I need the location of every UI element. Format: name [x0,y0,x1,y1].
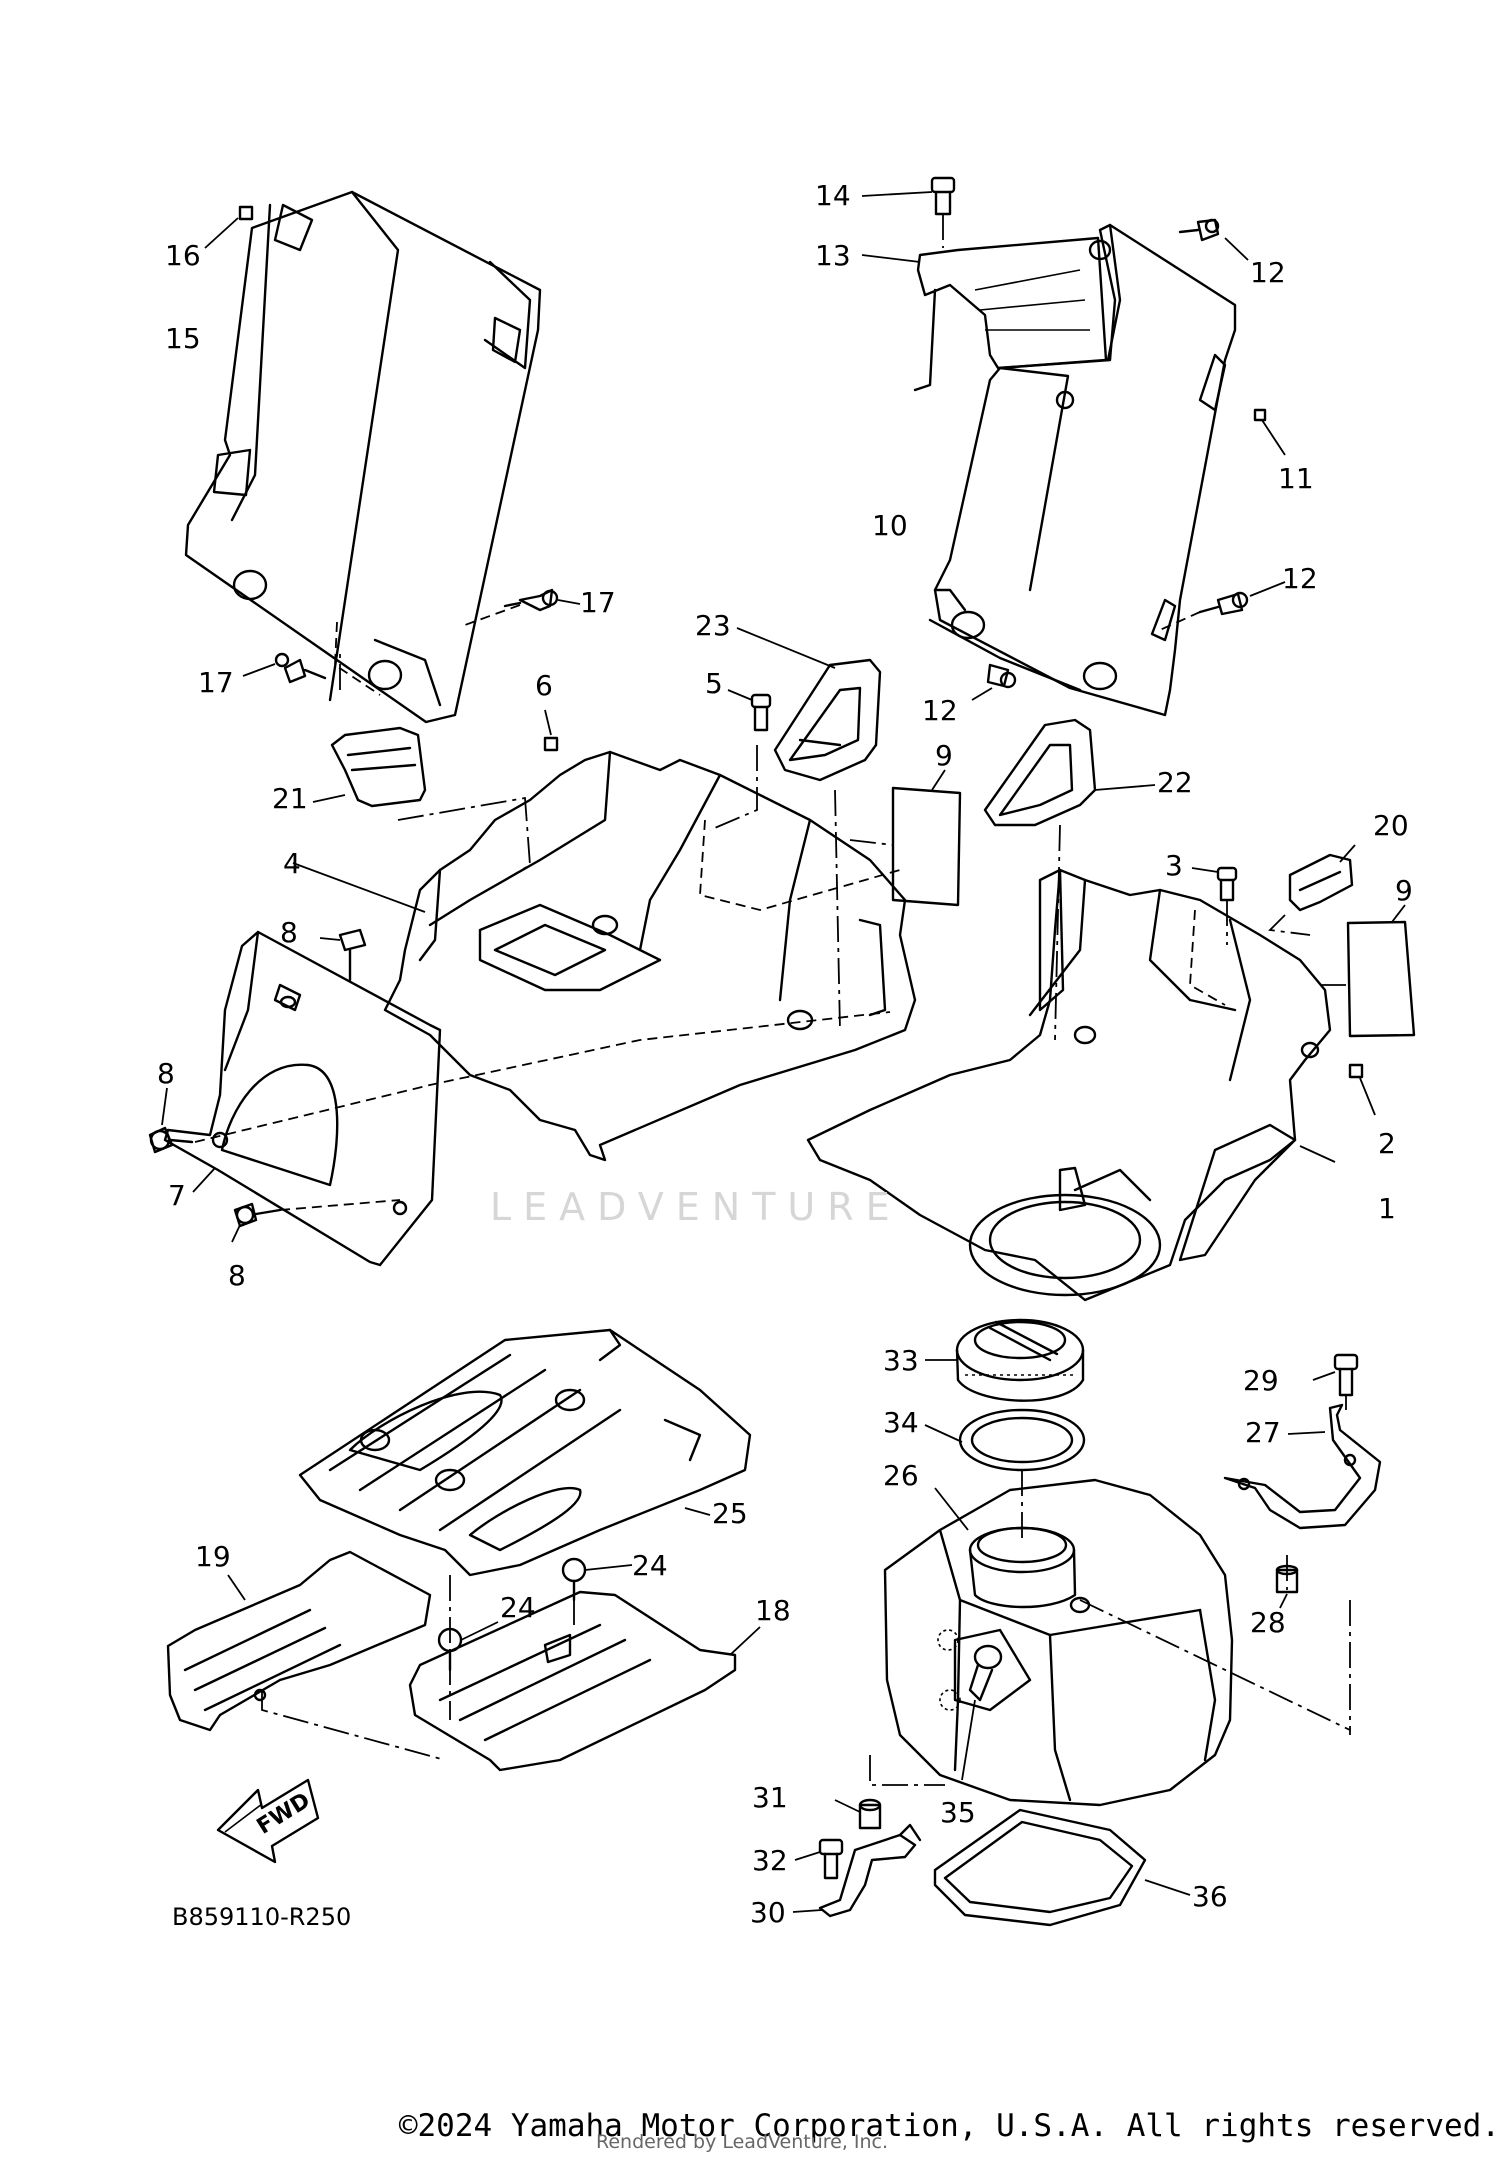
rendered-by-notice: Rendered by LeadVenture, Inc. [596,2131,889,2153]
part-10-side-panel [928,223,1237,717]
part-21-bracket [312,726,531,881]
callout-17-b: 17 [198,666,234,699]
callout-7: 7 [168,1179,186,1212]
callout-35: 35 [940,1796,976,1829]
callout-1: 1 [1378,1192,1396,1225]
callout-11: 11 [1278,462,1314,495]
callout-25: 25 [712,1497,748,1530]
part-33-cap [925,1318,1085,1402]
callout-21: 21 [272,782,308,815]
part-12-bolts [971,218,1286,701]
callout-24-a: 24 [632,1549,668,1582]
callout-6: 6 [535,669,553,702]
callout-27: 27 [1245,1416,1281,1449]
callout-31: 31 [752,1781,788,1814]
callout-3: 3 [1165,849,1183,882]
part-28-grommet [1275,1564,1299,1609]
part-18-guard [408,1590,761,1772]
callout-9-b: 9 [1395,874,1413,907]
callout-18: 18 [755,1594,791,1627]
part-26-fuel-tank [869,1478,1351,1807]
copyright-notice: ©2024 Yamaha Motor Corporation, U.S.A. A… [398,2108,1500,2144]
part-25-floor-board [298,1328,752,1720]
callout-29: 29 [1243,1364,1279,1397]
part-35-valve [961,1644,1003,1781]
part-20-bracket [1268,844,1356,936]
callout-8-b: 8 [157,1057,175,1090]
part-9-pad-left [849,769,962,907]
part-6-nut [543,709,559,752]
callout-5: 5 [705,667,723,700]
part-4-floor-panel [292,750,917,1162]
part-9-pad-right [1320,904,1416,1038]
callout-28: 28 [1250,1606,1286,1639]
callout-12-b: 12 [1282,562,1318,595]
callout-9-a: 9 [935,739,953,772]
callout-36: 36 [1192,1880,1228,1913]
part-16-nut [204,205,254,249]
part-23-bracket [709,627,882,1031]
part-7-guard [163,930,442,1267]
callout-15: 15 [165,322,201,355]
part-1-floor-panel [806,868,1336,1302]
callout-2: 2 [1378,1127,1396,1160]
callout-12-c: 12 [922,694,958,727]
part-2-nut [1348,1063,1376,1116]
callout-16: 16 [165,239,201,272]
callout-30: 30 [750,1896,786,1929]
part-19-guard [166,1550,446,1761]
callout-33: 33 [883,1344,919,1377]
part-30-bracket [792,1823,922,1918]
part-27-bracket [1223,1403,1382,1590]
callout-24-b: 24 [500,1591,536,1624]
fwd-arrow-icon: FWD [216,1778,320,1864]
callout-19: 19 [195,1540,231,1573]
part-11-nut [1253,408,1286,456]
callout-13: 13 [815,239,851,272]
callout-34: 34 [883,1406,919,1439]
callout-23: 23 [695,609,731,642]
part-15-side-panel [184,190,542,724]
callout-4: 4 [283,847,301,880]
callout-26: 26 [883,1459,919,1492]
part-36-pad [933,1808,1191,1927]
part-8-bolts [148,928,891,1243]
part-29-bolt [1312,1353,1359,1410]
part-3-bolt [1191,866,1238,945]
part-5-bolt [727,689,772,732]
callout-14: 14 [815,179,851,212]
part-13-bracket [861,236,1108,392]
part-24-screws [437,1557,633,1672]
part-14-bolt [861,176,956,248]
callout-8-c: 8 [228,1259,246,1292]
watermark: LEADVENTURE [490,1185,902,1229]
callout-8-a: 8 [280,916,298,949]
part-22-bracket [983,718,1156,1041]
callout-20: 20 [1373,809,1409,842]
part-32-bolt [794,1838,844,1880]
part-31-grommet [834,1798,882,1830]
callout-22: 22 [1157,766,1193,799]
callout-labels: 1 2 3 4 5 6 7 8 8 8 9 9 10 11 12 12 12 1… [157,179,1413,1929]
callout-12-a: 12 [1250,256,1286,289]
part-17-bolts [242,588,581,690]
callout-10: 10 [872,509,908,542]
callout-17-a: 17 [580,586,616,619]
part-34-gasket [924,1408,1086,1540]
callout-32: 32 [752,1844,788,1877]
diagram-code: B859110-R250 [172,1903,352,1931]
